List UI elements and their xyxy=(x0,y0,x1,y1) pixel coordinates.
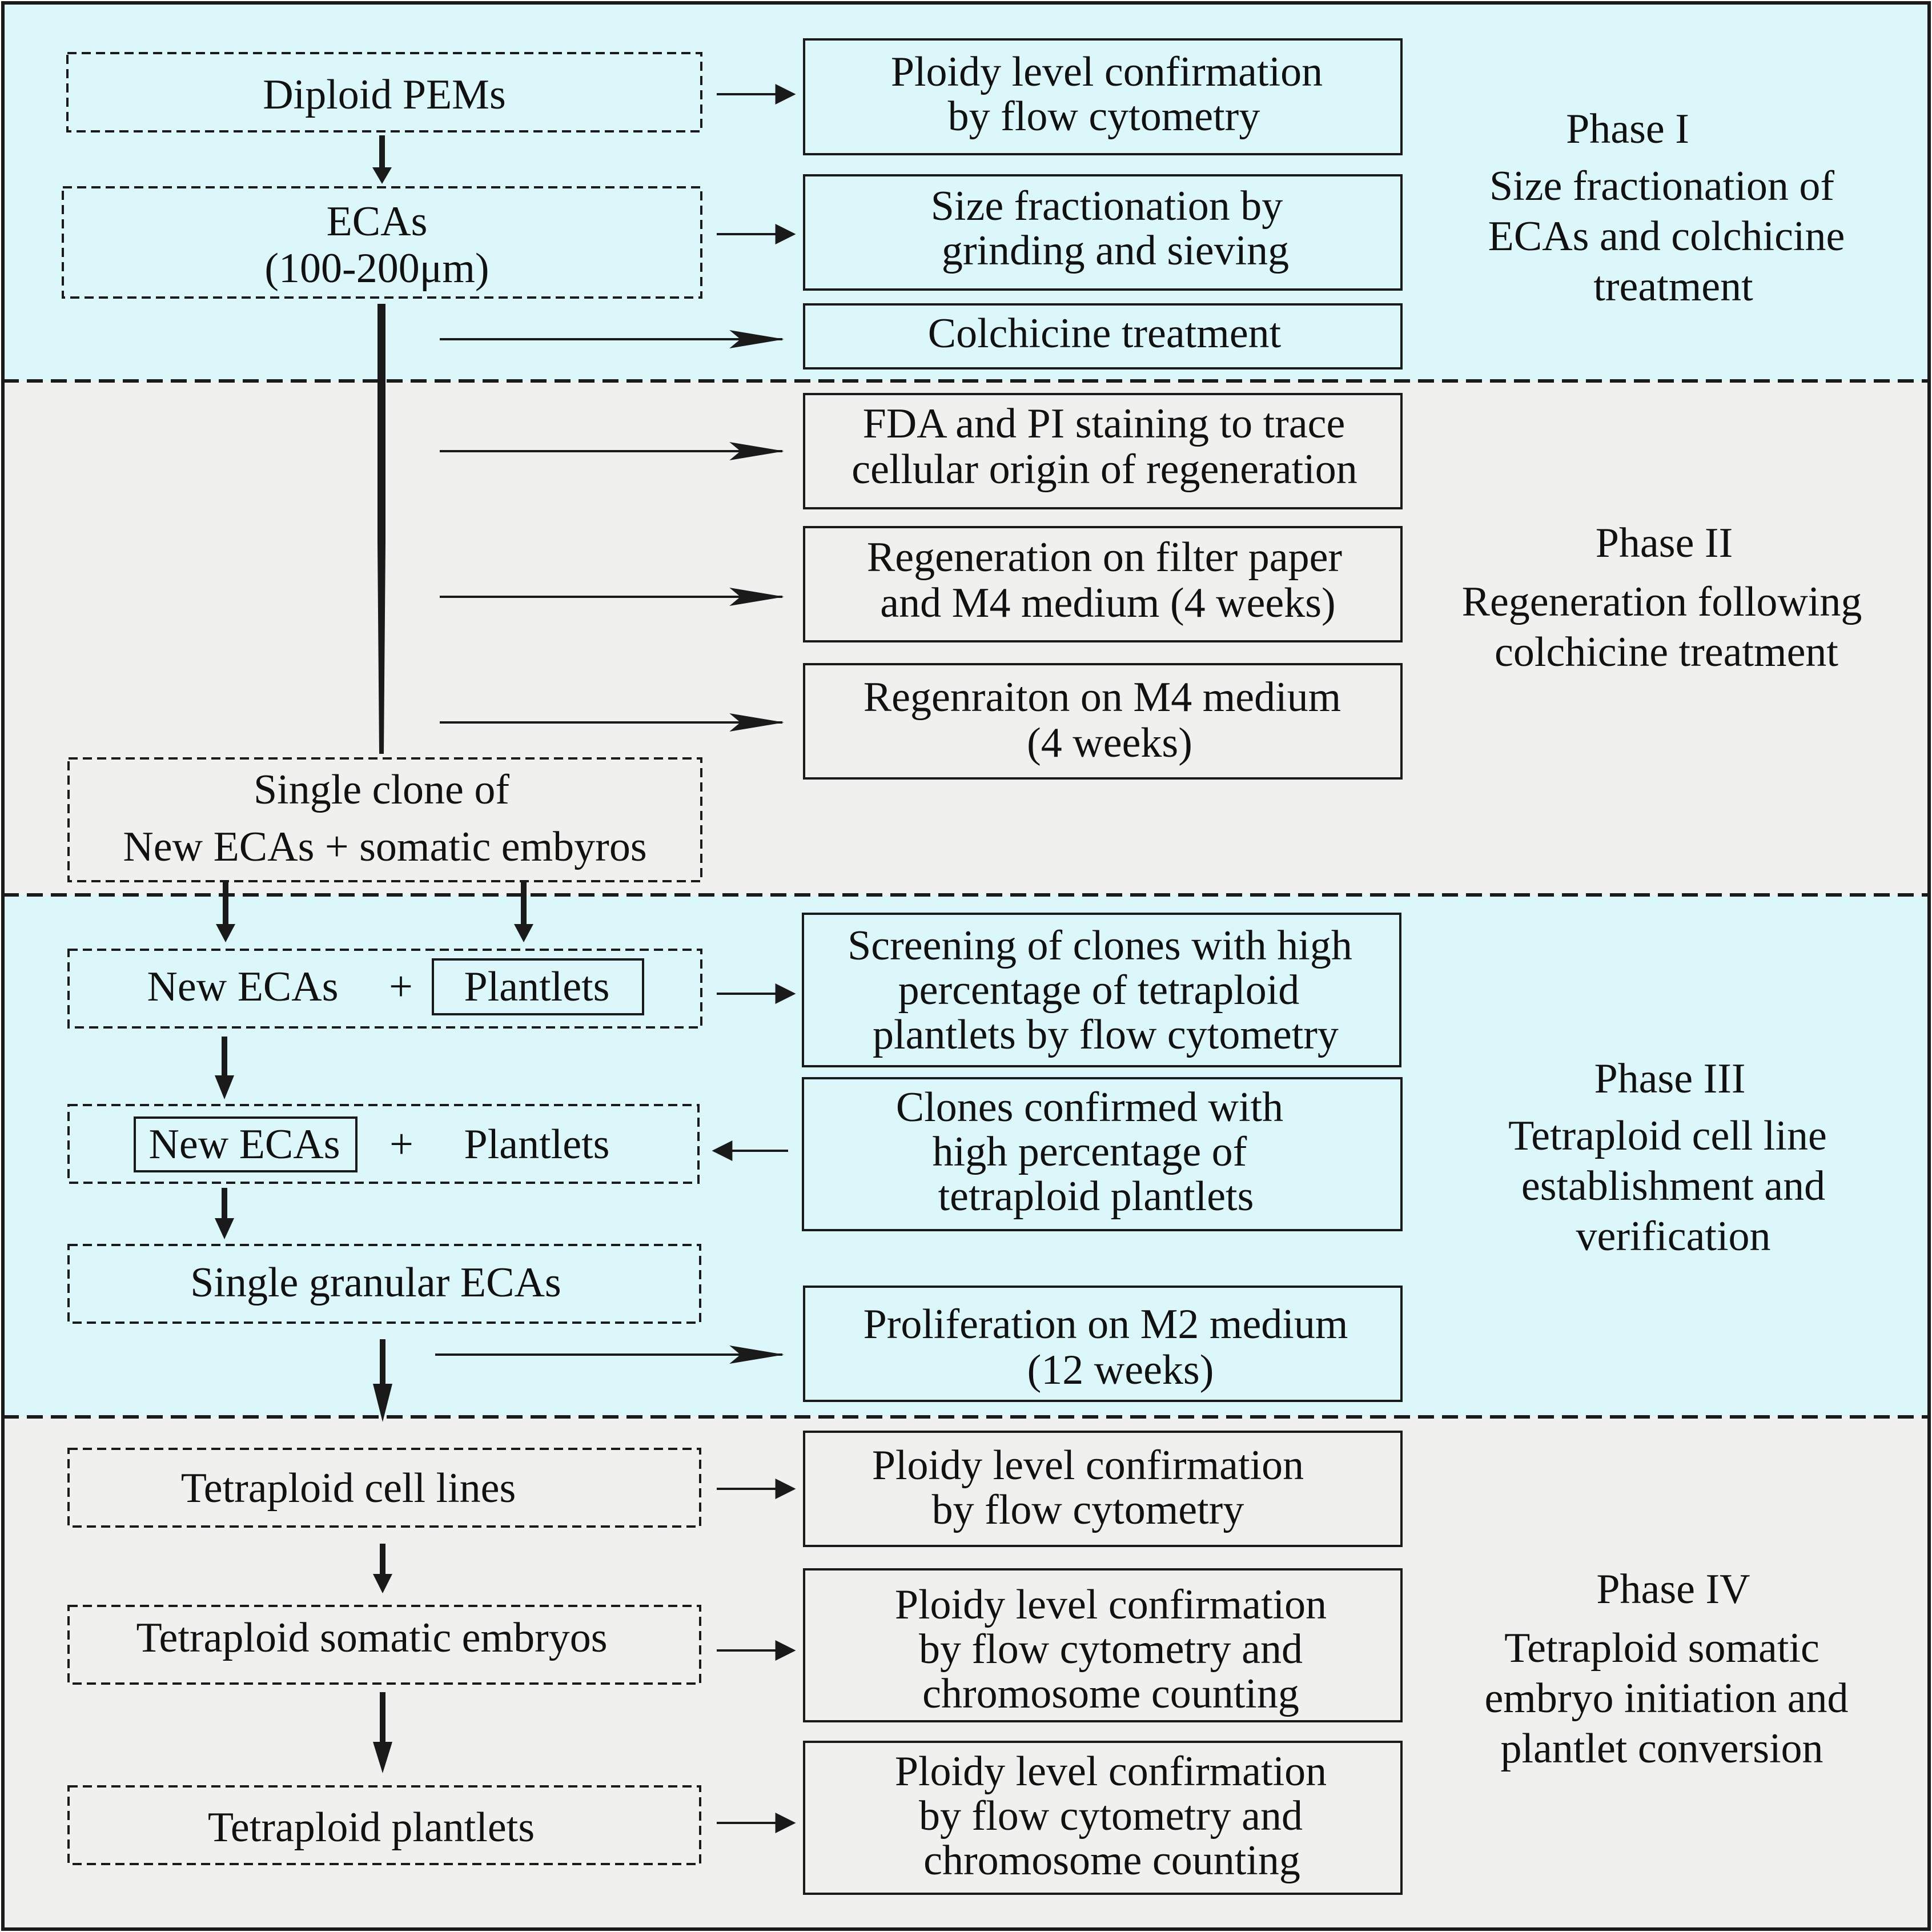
box-new-ecas-highlight xyxy=(134,1116,358,1172)
box-ploidy-3 xyxy=(803,1568,1403,1722)
arrow-new2-to-granular xyxy=(215,1188,234,1239)
box-colchicine xyxy=(803,303,1403,369)
box-single-clone xyxy=(67,757,702,882)
box-tetraploid-cell-lines xyxy=(67,1448,701,1528)
arrow-granular-to-cell-lines xyxy=(373,1339,392,1422)
regen-m4-label: Regenraiton on M4 medium(4 weeks) xyxy=(863,674,1341,766)
plantlets-label-2: Plantlets xyxy=(464,1121,610,1168)
box-tetraploid-plantlets xyxy=(67,1785,701,1865)
colchicine-label: Colchicine treatment xyxy=(928,310,1282,357)
box-ecas xyxy=(62,186,702,299)
box-regen-filter xyxy=(803,526,1403,642)
phase-band-4 xyxy=(3,1417,1929,1929)
box-ploidy-4 xyxy=(803,1741,1403,1895)
arrow-embryos-to-plantlets xyxy=(373,1692,392,1773)
arrow-clone-to-new-1 xyxy=(216,882,235,942)
tetraploid-cell-lines-label: Tetraploid cell lines xyxy=(181,1465,516,1512)
box-single-granular xyxy=(67,1244,701,1324)
diploid-pems-label: Diploid PEMs xyxy=(263,71,506,118)
box-ploidy-2 xyxy=(803,1431,1403,1547)
box-size-fractionation xyxy=(803,174,1403,291)
plus-label-2: + xyxy=(389,1121,413,1168)
arrow-diploid-to-ecas xyxy=(372,135,392,184)
box-screening xyxy=(802,913,1401,1067)
tetraploid-plantlets-label: Tetraploid plantlets xyxy=(208,1804,535,1851)
box-regen-m4 xyxy=(803,663,1403,780)
box-fda-pi xyxy=(803,393,1403,509)
plus-label-1: + xyxy=(389,963,413,1010)
box-diploid-pems xyxy=(66,52,702,132)
arrow-clone-to-new-2 xyxy=(514,882,533,942)
phase-band-2 xyxy=(3,381,1929,895)
arrow-cell-lines-to-embryos xyxy=(373,1544,392,1593)
plantlets-label-1: Plantlets xyxy=(464,963,610,1010)
box-new-ecas-plantlets-1 xyxy=(67,949,702,1029)
box-plantlets-highlight xyxy=(432,958,644,1015)
box-clones-confirmed xyxy=(802,1077,1403,1231)
phase-band-3 xyxy=(3,895,1929,1417)
box-new-ecas-plantlets-2 xyxy=(67,1104,700,1184)
tetraploid-somatic-embryos-label: Tetraploid somatic embryos xyxy=(136,1614,607,1661)
arrow-main-trunk xyxy=(377,304,385,754)
ecas-label: ECAs(100-200μm) xyxy=(264,198,489,292)
proliferation-label: Proliferation on M2 medium(12 weeks) xyxy=(863,1301,1348,1393)
box-tetraploid-somatic-embryos xyxy=(67,1605,701,1685)
box-proliferation xyxy=(803,1286,1403,1402)
single-granular-label: Single granular ECAs xyxy=(190,1259,561,1306)
new-ecas-label-2: New ECAs xyxy=(148,1121,340,1168)
box-ploidy-1 xyxy=(803,38,1403,155)
new-ecas-label-1: New ECAs xyxy=(147,963,338,1010)
phase-band-1 xyxy=(3,3,1929,381)
arrow-new1-to-new2 xyxy=(215,1037,234,1099)
